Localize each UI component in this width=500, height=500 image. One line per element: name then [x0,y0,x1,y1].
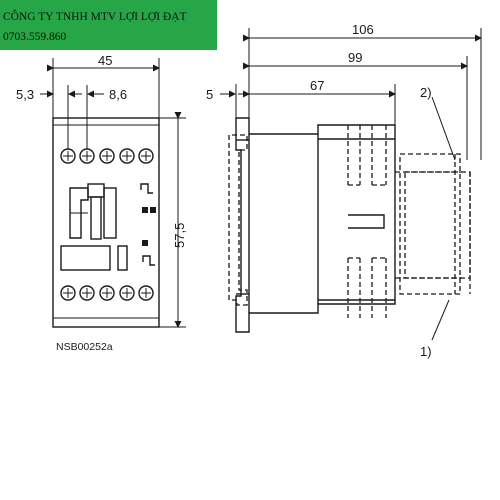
pitch-dimension-label: 8,6 [109,87,127,102]
width-dimension-label: 45 [98,53,112,68]
dimension-height: 57,5 [159,112,187,328]
terminal-screw [119,285,135,301]
internal-screw-outlines [347,125,387,318]
din-rail-clip [228,134,248,306]
dimension-offset: 5,3 [16,85,82,149]
callout-leader-2 [431,96,456,161]
drawing-code: NSB00252a [56,341,113,353]
top-terminals [60,148,154,164]
dimension-pitch: 8,6 [86,85,127,149]
body-depth-label: 67 [310,78,324,93]
terminal-screw [138,285,154,301]
terminal-screw [60,285,76,301]
height-dimension-label: 57,5 [172,223,187,248]
accessory-outline-1 [404,171,471,294]
terminal-screw [99,148,115,164]
front-view: 45 5,3 8,6 57,5 NSB00252a [16,53,187,353]
callout-leader-1 [431,299,450,341]
cover-slot [348,214,385,229]
side-body-outline [235,117,396,333]
dimension-rail-offset: 5 [206,84,249,118]
dimension-width: 45 [47,53,160,118]
company-banner: CÔNG TY TNHH MTV LỢI LỢI ĐẠT 0703.559.86… [0,0,217,50]
terminal-screw [99,285,115,301]
terminal-screw [119,148,135,164]
dimension-depth-99: 99 [243,50,468,160]
company-phone: 0703.559.860 [3,31,67,43]
total-depth-label: 106 [352,22,374,37]
terminal-screw [60,148,76,164]
auxiliary-slot [117,245,128,271]
rail-offset-label: 5 [206,87,213,102]
nameplate [60,245,111,271]
terminal-screw [79,285,95,301]
contact-symbol [140,183,156,266]
terminal-screw [79,148,95,164]
front-body-outline [52,117,160,328]
company-name: CÔNG TY TNHH MTV LỢI LỢI ĐẠT [3,11,187,23]
callout-1-label: 1) [420,344,432,359]
terminal-screw [138,148,154,164]
callout-2-label: 2) [420,85,432,100]
depth-99-label: 99 [348,50,362,65]
dimension-body-depth: 67 [243,78,396,125]
side-view: 2) 1) 106 99 67 5 [206,22,482,359]
offset-dimension-label: 5,3 [16,87,34,102]
bottom-terminals [60,285,154,301]
indicator-window [69,183,117,240]
dimension-total-depth: 106 [243,22,482,160]
